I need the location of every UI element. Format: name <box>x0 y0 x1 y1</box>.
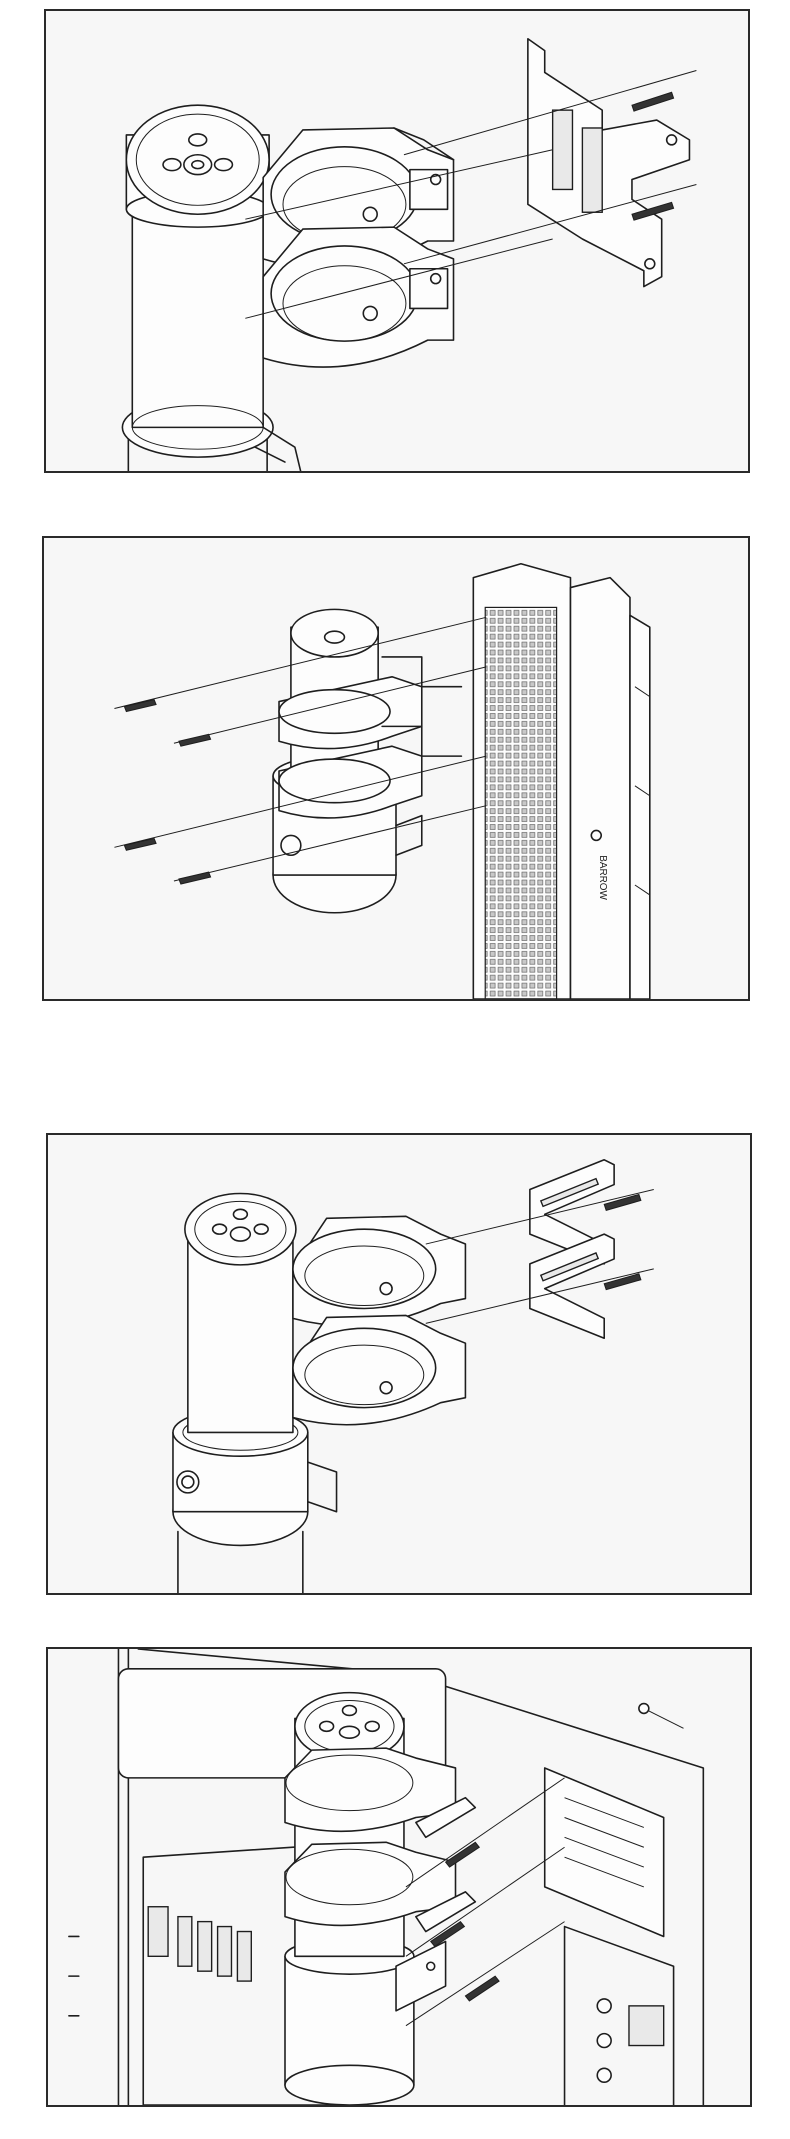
screws <box>114 616 487 885</box>
clamp-lower <box>284 1841 457 1927</box>
z-bracket <box>395 1796 477 2012</box>
screw-2 <box>403 184 697 265</box>
clamp-upper <box>284 1747 457 1833</box>
z-bracket-lower <box>529 1233 615 1340</box>
clamp-lower <box>262 226 455 368</box>
step-3-panel <box>46 1133 752 1595</box>
radiator-logo: BARROW <box>597 855 608 900</box>
clamp-upper <box>278 656 463 750</box>
clamp-lower <box>278 725 463 819</box>
step-4-diagram <box>68 1649 705 2105</box>
step-2-panel: BARROW <box>42 536 750 1001</box>
z-bracket-upper <box>529 1158 615 1265</box>
step-3-diagram <box>172 1158 654 1593</box>
reservoir <box>172 1192 338 1593</box>
clamp-upper <box>292 1215 467 1327</box>
screw-1 <box>403 70 697 156</box>
reservoir <box>121 104 302 471</box>
step-1-panel <box>44 9 750 473</box>
screws <box>405 1777 565 2027</box>
step-1-diagram <box>121 37 697 471</box>
radiator: BARROW <box>472 562 651 999</box>
step-2-diagram: BARROW <box>114 562 651 999</box>
mounting-bracket <box>527 37 691 288</box>
step-4-panel <box>46 1647 752 2107</box>
clamp-lower <box>292 1314 467 1426</box>
screws <box>425 1189 654 1324</box>
